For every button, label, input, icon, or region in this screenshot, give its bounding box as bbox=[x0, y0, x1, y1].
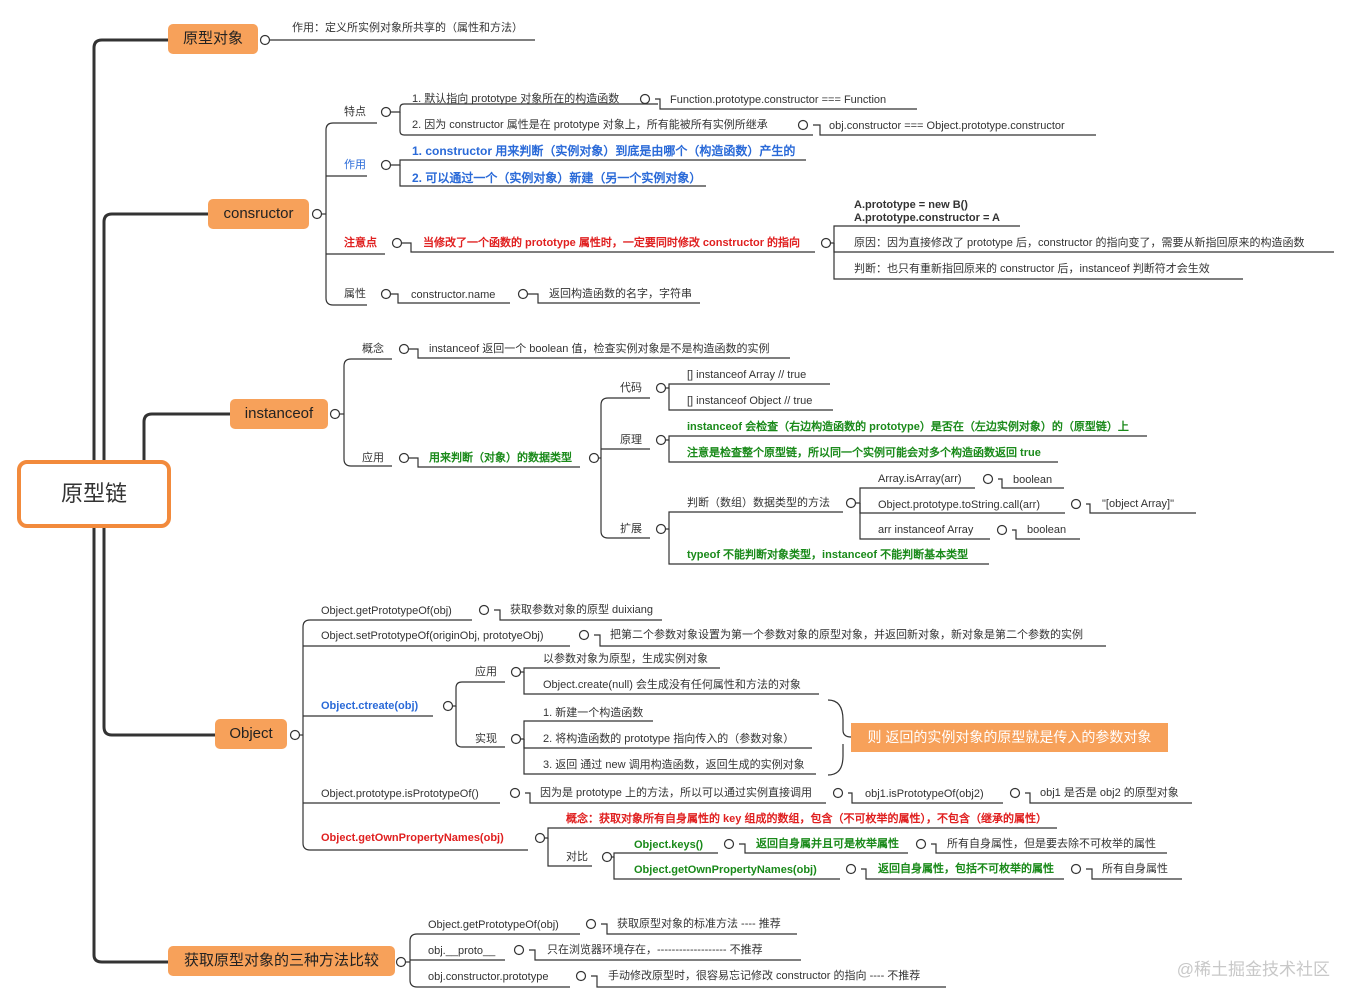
usage-item-1: 1. constructor 用来判断（实例对象）到底是由哪个（构造函数）产生的 bbox=[412, 144, 796, 158]
judgement-text: 判断：也只有重新指回原来的 constructor 后，instanceof 判… bbox=[854, 263, 1210, 275]
method-tostring: Object.prototype.toString.call(arr) bbox=[878, 499, 1041, 511]
is-prototype-of-meaning: obj1 是否是 obj2 的原型对象 bbox=[1040, 787, 1179, 799]
root-node[interactable]: 原型链 bbox=[17, 460, 171, 528]
get-prototype-of: Object.getPrototypeOf(obj) bbox=[321, 605, 452, 617]
principle-2: 注意是检查整个原型链，所以同一个实例可能会对多个构造函数返回 true bbox=[687, 447, 1041, 459]
method-proto: obj.__proto__ bbox=[428, 945, 496, 957]
create-impl-3: 3. 返回 通过 new 调用构造函数，返回生成的实例对象 bbox=[543, 759, 805, 771]
array-check-methods: 判断（数组）数据类型的方法 bbox=[687, 497, 830, 509]
gopn-concept: 概念：获取对象所有自身属性的 key 组成的数组，包含（不可枚举的属性），不包含… bbox=[566, 813, 1047, 825]
property-name: constructor.name bbox=[411, 289, 496, 301]
compare-label: 对比 bbox=[566, 851, 588, 863]
get-own-property-names: Object.getOwnPropertyNames(obj) bbox=[321, 832, 504, 844]
constructor-notes-label: 注意点 bbox=[344, 237, 377, 249]
instanceof-concept: instanceof 返回一个 boolean 值，检查实例对象是不是构造函数的… bbox=[429, 343, 770, 355]
feature-item-2: 2. 因为 constructor 属性是在 prototype 对象上，所有能… bbox=[412, 119, 768, 131]
code-example-1: [] instanceof Array // true bbox=[687, 369, 807, 381]
constructor-features-label: 特点 bbox=[344, 106, 366, 118]
three-methods-node[interactable]: 获取原型对象的三种方法比较 bbox=[168, 946, 395, 976]
method-isarray-result: boolean bbox=[1013, 474, 1053, 486]
constructor-usage-label: 作用 bbox=[344, 159, 366, 171]
set-prototype-of: Object.setPrototypeOf(originObj, prototy… bbox=[321, 630, 544, 642]
method-constructor-prototype-desc: 手动修改原型时，很容易忘记修改 constructor 的指向 ---- 不推荐 bbox=[608, 970, 921, 982]
code-label: 代码 bbox=[620, 382, 642, 394]
prototype-object-desc: 作用：定义所实例对象所共享的（属性和方法） bbox=[292, 22, 523, 34]
code-line-1: A.prototype = new B() bbox=[854, 199, 968, 211]
method-instanceof-result: boolean bbox=[1027, 524, 1067, 536]
create-usage-2: Object.create(null) 会生成没有任何属性和方法的对象 bbox=[543, 679, 801, 691]
watermark: @稀土掘金技术社区 bbox=[1176, 960, 1330, 979]
create-impl-label: 实现 bbox=[475, 733, 497, 745]
feature-item-2-result: obj.constructor === Object.prototype.con… bbox=[829, 120, 1065, 132]
principle-label: 原理 bbox=[620, 434, 642, 446]
is-prototype-of-desc: 因为是 prototype 上的方法，所以可以通过实例直接调用 bbox=[540, 787, 812, 799]
feature-item-1: 1. 默认指向 prototype 对象所在的构造函数 bbox=[412, 93, 620, 105]
get-prototype-of-desc: 获取参数对象的原型 duixiang bbox=[510, 604, 654, 616]
object-node[interactable]: Object bbox=[215, 719, 287, 749]
method-constructor-prototype: obj.constructor.prototype bbox=[428, 971, 549, 983]
reason-text: 原因：因为直接修改了 prototype 后，constructor 的指向变了… bbox=[854, 237, 1305, 249]
gopn-compare-note: 所有自身属性 bbox=[1102, 863, 1168, 875]
is-prototype-of-usage: obj1.isPrototypeOf(obj2) bbox=[865, 788, 984, 800]
is-prototype-of: Object.prototype.isPrototypeOf() bbox=[321, 788, 479, 800]
prototype-object-node[interactable]: 原型对象 bbox=[168, 24, 258, 54]
create-impl-2: 2. 将构造函数的 prototype 指向传入的（参数对象） bbox=[543, 733, 795, 745]
method-tostring-result: "[object Array]" bbox=[1102, 498, 1175, 510]
principle-1: instanceof 会检查（右边构造函数的 prototype）是否在（左边实… bbox=[687, 421, 1129, 433]
code-line-2: A.prototype.constructor = A bbox=[854, 212, 1000, 224]
feature-item-1-result: Function.prototype.constructor === Funct… bbox=[670, 94, 887, 106]
typeof-note: typeof 不能判断对象类型，instanceof 不能判断基本类型 bbox=[687, 549, 969, 561]
method-instanceof: arr instanceof Array bbox=[878, 524, 974, 536]
create-summary-callout: 则 返回的实例对象的原型就是传入的参数对象 bbox=[851, 723, 1168, 752]
notes-item: 当修改了一个函数的 prototype 属性时，一定要同时修改 construc… bbox=[423, 237, 801, 249]
create-usage-1: 以参数对象为原型，生成实例对象 bbox=[543, 653, 708, 665]
create-usage-label: 应用 bbox=[475, 666, 497, 678]
instanceof-usage-label: 应用 bbox=[362, 452, 384, 464]
method-getprototypeof: Object.getPrototypeOf(obj) bbox=[428, 919, 559, 931]
create-impl-1: 1. 新建一个构造函数 bbox=[543, 707, 644, 719]
method-getprototypeof-desc: 获取原型对象的标准方法 ---- 推荐 bbox=[617, 918, 781, 930]
instanceof-usage: 用来判断（对象）的数据类型 bbox=[429, 452, 572, 464]
object-keys: Object.keys() bbox=[634, 839, 704, 851]
set-prototype-of-desc: 把第二个参数对象设置为第一个参数对象的原型对象，并返回新对象，新对象是第二个参数… bbox=[610, 629, 1083, 641]
constructor-property-label: 属性 bbox=[344, 288, 366, 300]
constructor-node[interactable]: consructor bbox=[208, 199, 309, 229]
method-isarray: Array.isArray(arr) bbox=[878, 473, 962, 485]
method-proto-desc: 只在浏览器环境存在，------------------- 不推荐 bbox=[547, 944, 763, 956]
extension-label: 扩展 bbox=[620, 523, 642, 535]
object-keys-desc: 返回自身属并且可是枚举属性 bbox=[756, 838, 899, 850]
property-desc: 返回构造函数的名字，字符串 bbox=[549, 288, 692, 300]
object-create: Object.ctreate(obj) bbox=[321, 700, 419, 712]
instanceof-node[interactable]: instanceof bbox=[230, 399, 328, 429]
gopn-compare: Object.getOwnPropertyNames(obj) bbox=[634, 864, 817, 876]
gopn-compare-desc: 返回自身属性，包括不可枚举的属性 bbox=[878, 863, 1054, 875]
code-example-2: [] instanceof Object // true bbox=[687, 395, 813, 407]
object-keys-note: 所有自身属性，但是要去除不可枚举的属性 bbox=[947, 838, 1156, 850]
usage-item-2: 2. 可以通过一个（实例对象）新建（另一个实例对象） bbox=[412, 171, 702, 185]
instanceof-concept-label: 概念 bbox=[362, 343, 384, 355]
